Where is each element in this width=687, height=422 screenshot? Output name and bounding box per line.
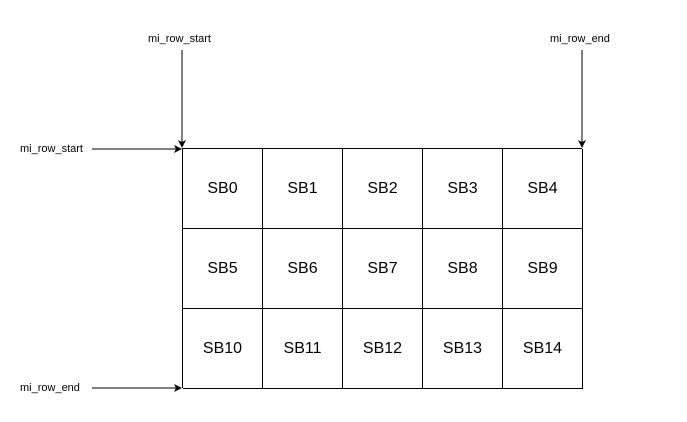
superblock-cell: SB5 (183, 229, 263, 309)
superblock-cell: SB9 (503, 229, 583, 309)
superblock-cell: SB11 (263, 309, 343, 389)
label-top-left-mi-row-start: mi_row_start (148, 33, 211, 45)
label-left-mi-row-end: mi_row_end (20, 382, 80, 394)
superblock-cell: SB6 (263, 229, 343, 309)
superblock-cell: SB3 (423, 149, 503, 229)
superblock-cell: SB4 (503, 149, 583, 229)
superblock-cell: SB12 (343, 309, 423, 389)
superblock-grid: SB0 SB1 SB2 SB3 SB4 SB5 SB6 SB7 SB8 SB9 … (182, 148, 583, 389)
superblock-cell: SB2 (343, 149, 423, 229)
superblock-cell: SB0 (183, 149, 263, 229)
superblock-cell: SB10 (183, 309, 263, 389)
superblock-cell: SB8 (423, 229, 503, 309)
label-left-mi-row-start: mi_row_start (20, 143, 83, 155)
superblock-cell: SB7 (343, 229, 423, 309)
superblock-cell: SB1 (263, 149, 343, 229)
superblock-cell: SB13 (423, 309, 503, 389)
label-top-right-mi-row-end: mi_row_end (550, 33, 610, 45)
superblock-cell: SB14 (503, 309, 583, 389)
